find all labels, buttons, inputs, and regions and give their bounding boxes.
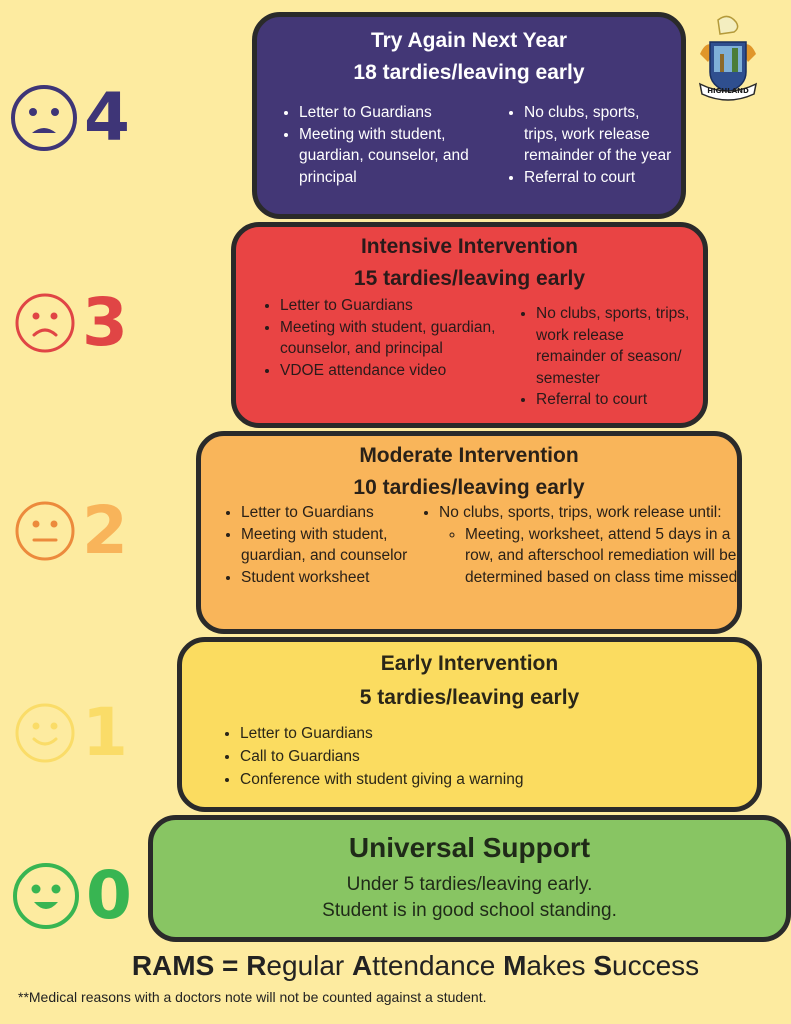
- list-item: Referral to court: [536, 389, 696, 411]
- list-item: Referral to court: [524, 167, 674, 189]
- rams-slogan: RAMS = Regular Attendance Makes Success: [0, 946, 791, 986]
- level-1-number: 1: [82, 694, 128, 771]
- happy-face-icon: [13, 863, 79, 929]
- list-item: Student worksheet: [241, 567, 411, 589]
- rams-letter-a: A: [352, 950, 373, 981]
- list-item: Conference with student giving a warning: [240, 768, 640, 791]
- highland-crest-icon: HIGHLAND: [698, 15, 758, 101]
- tier-0-universal-support: Universal Support Under 5 tardies/leavin…: [148, 815, 791, 942]
- level-1-indicator: 1: [14, 700, 128, 766]
- rams-letter-r: R: [246, 950, 267, 981]
- tier-2-threshold: 10 tardies/leaving early: [353, 476, 585, 499]
- tier-0-line2: Student is in good school standing.: [322, 900, 617, 921]
- medical-footnote: **Medical reasons with a doctors note wi…: [18, 989, 487, 1005]
- slight-smile-icon: [15, 703, 75, 763]
- frowning-face-icon: [11, 85, 77, 151]
- list-item: Letter to Guardians: [299, 102, 499, 124]
- highland-crest-logo: HIGHLAND: [696, 14, 760, 104]
- list-item: No clubs, sports, trips, work release re…: [536, 303, 696, 389]
- list-item: Letter to Guardians: [241, 502, 411, 524]
- list-item: Letter to Guardians: [280, 295, 510, 317]
- tier-1-list: Letter to Guardians Call to Guardians Co…: [218, 722, 640, 791]
- tier-2-left-list: Letter to Guardians Meeting with student…: [219, 502, 411, 588]
- tier-2-title: Moderate Intervention: [359, 444, 579, 467]
- sad-face-icon: [15, 293, 75, 353]
- tier-4-right-list: No clubs, sports, trips, work release re…: [502, 102, 674, 188]
- tier-4-threshold: 18 tardies/leaving early: [353, 61, 585, 84]
- tier-2-sublist: Meeting, worksheet, attend 5 days in a r…: [439, 524, 739, 589]
- list-item: No clubs, sports, trips, work release re…: [524, 102, 674, 167]
- rams-word-attendance: ttendance: [372, 950, 496, 981]
- rams-word-makes: akes: [526, 950, 586, 981]
- list-item: Meeting with student, guardian, and coun…: [241, 524, 411, 567]
- list-item: VDOE attendance video: [280, 360, 510, 382]
- tier-3-right-list: No clubs, sports, trips, work release re…: [514, 303, 696, 411]
- list-item: No clubs, sports, trips, work release un…: [439, 502, 739, 588]
- level-0-indicator: 0: [12, 862, 132, 930]
- list-item: Letter to Guardians: [240, 722, 640, 745]
- tier-3-left-list: Letter to Guardians Meeting with student…: [258, 295, 510, 381]
- tier-3-threshold: 15 tardies/leaving early: [353, 267, 586, 290]
- rams-prefix: RAMS =: [131, 950, 247, 981]
- tier-1-title: Early Intervention: [380, 652, 559, 675]
- level-4-indicator: 4: [10, 84, 130, 152]
- tier-4-try-again-next-year: Try Again Next Year 18 tardies/leaving e…: [252, 12, 686, 219]
- tier-2-right-list: No clubs, sports, trips, work release un…: [417, 502, 739, 588]
- tier-2-moderate-intervention: Moderate Intervention 10 tardies/leaving…: [196, 431, 742, 634]
- tier-1-early-intervention: Early Intervention 5 tardies/leaving ear…: [177, 637, 762, 812]
- tier-0-line1: Under 5 tardies/leaving early.: [346, 874, 593, 895]
- tier-4-title: Try Again Next Year: [370, 29, 568, 52]
- list-item: Meeting with student, guardian, counselo…: [280, 317, 510, 360]
- rams-word-success: uccess: [612, 950, 700, 981]
- level-3-indicator: 3: [14, 290, 128, 356]
- level-2-number: 2: [82, 492, 128, 569]
- list-item-text: No clubs, sports, trips, work release un…: [439, 504, 722, 521]
- svg-text:HIGHLAND: HIGHLAND: [707, 87, 749, 95]
- rams-letter-m: M: [503, 950, 527, 981]
- level-3-number: 3: [82, 284, 128, 361]
- list-item: Meeting with student, guardian, counselo…: [299, 124, 499, 189]
- rams-word-regular: egular: [266, 950, 345, 981]
- sublist-item: Meeting, worksheet, attend 5 days in a r…: [465, 524, 739, 589]
- level-2-indicator: 2: [14, 498, 128, 564]
- level-4-number: 4: [84, 79, 130, 156]
- tier-0-title: Universal Support: [348, 832, 591, 863]
- tier-3-title: Intensive Intervention: [360, 235, 579, 258]
- tier-3-intensive-intervention: Intensive Intervention 15 tardies/leavin…: [231, 222, 708, 428]
- rams-letter-s: S: [593, 950, 613, 981]
- neutral-face-icon: [15, 501, 75, 561]
- level-0-number: 0: [86, 857, 132, 934]
- tier-4-left-list: Letter to Guardians Meeting with student…: [277, 102, 499, 188]
- list-item: Call to Guardians: [240, 745, 640, 768]
- tier-1-threshold: 5 tardies/leaving early: [359, 686, 580, 709]
